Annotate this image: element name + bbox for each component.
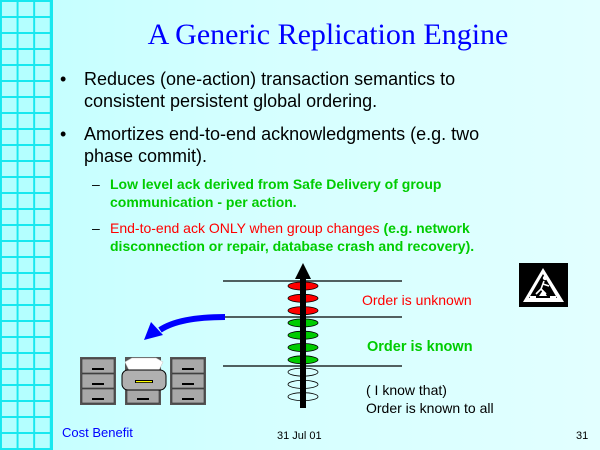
decorative-grid	[0, 0, 53, 450]
bullet-2-line-2: phase commit).	[84, 146, 208, 166]
bullet-1-line-2: consistent persistent global ordering.	[84, 91, 378, 111]
subbullet-2-line-2: disconnection or repair, database crash …	[110, 238, 475, 254]
curved-arrow-icon	[144, 314, 226, 340]
i-know-that-label: ( I know that)	[366, 382, 447, 398]
bullet-1-line-1: Reduces (one-action) transaction semanti…	[84, 69, 456, 89]
filing-cabinet-icon	[170, 357, 206, 405]
subbullet-dash: –	[92, 176, 100, 192]
subbullet-1-line-1: Low level ack derived from Safe Delivery…	[110, 176, 442, 192]
order-unknown-label: Order is unknown	[362, 292, 472, 308]
slide-title: A Generic Replication Engine	[147, 18, 509, 51]
subbullet-dash: –	[92, 220, 100, 236]
subbullet-2-green-text: (e.g. network	[383, 220, 470, 236]
time-arrow-icon	[295, 263, 311, 408]
bullet-2-line-1: Amortizes end-to-end acknowledgments (e.…	[84, 124, 480, 144]
bullet-dot: •	[60, 69, 67, 89]
filing-cabinet-icon	[80, 357, 116, 405]
page-number: 31	[576, 430, 589, 442]
subbullet-1-line-2: communication - per action.	[110, 194, 297, 210]
order-known-label: Order is known	[367, 339, 473, 355]
pedestrian-crossing-icon	[519, 263, 568, 307]
bullet-dot: •	[60, 124, 67, 144]
footer-left: Cost Benefit	[62, 425, 133, 440]
footer-date: 31 Jul 01	[277, 430, 322, 442]
subbullet-2-red-text: End-to-end ack ONLY when group changes	[110, 220, 384, 236]
printer-icon	[121, 357, 167, 391]
known-to-all-label: Order is known to all	[366, 400, 494, 416]
